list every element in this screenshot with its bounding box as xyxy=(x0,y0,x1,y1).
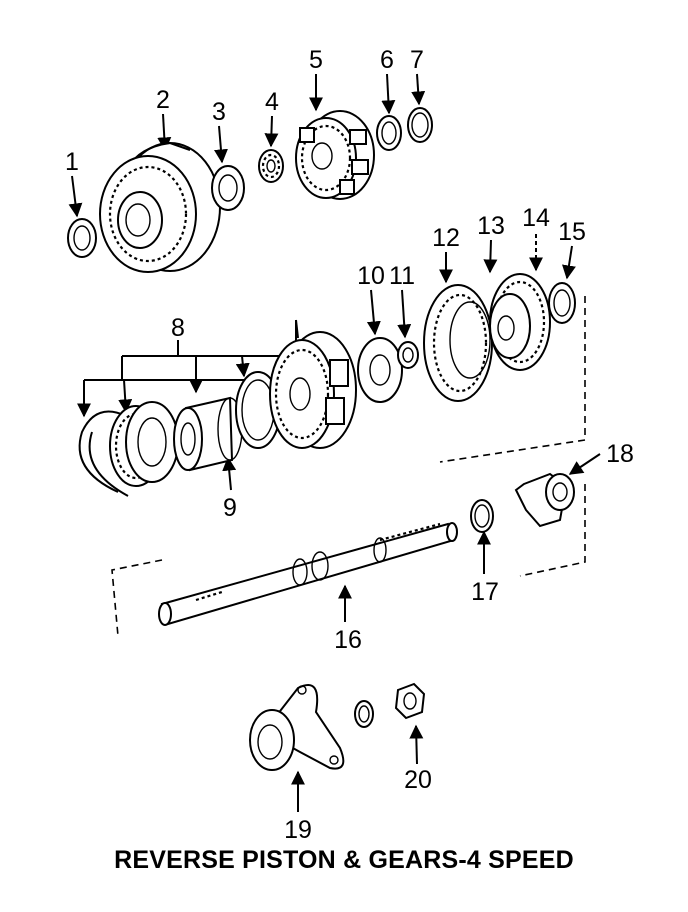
gear-carrier-8c xyxy=(269,331,357,449)
leader-4 xyxy=(264,115,279,148)
hub-13 xyxy=(489,273,551,371)
leader-18 xyxy=(568,453,601,475)
callout-3: 3 xyxy=(212,98,226,126)
gear-assembly-5 xyxy=(295,110,375,200)
thrust-plate-10 xyxy=(357,337,403,403)
callout-9: 9 xyxy=(223,494,237,522)
leader-13 xyxy=(483,239,498,274)
callout-13: 13 xyxy=(477,212,505,240)
callout-20: 20 xyxy=(404,766,432,794)
callout-18: 18 xyxy=(606,440,634,468)
leader-15 xyxy=(562,245,576,280)
callout-19: 19 xyxy=(284,816,312,844)
leader-7 xyxy=(411,73,426,106)
callout-17: 17 xyxy=(471,578,499,606)
drum-2 xyxy=(99,141,221,273)
washer-3 xyxy=(211,165,245,211)
clutch-plates-8 xyxy=(109,401,179,487)
callout-12: 12 xyxy=(432,224,460,252)
callout-2: 2 xyxy=(156,86,170,114)
callout-10: 10 xyxy=(357,262,385,290)
guide-line-upper xyxy=(439,296,586,463)
snap-ring-17 xyxy=(470,499,494,533)
leader-20 xyxy=(409,724,424,765)
callout-1: 1 xyxy=(65,148,79,176)
callout-4: 4 xyxy=(265,88,279,116)
leader-9 xyxy=(222,456,237,491)
ring-6 xyxy=(376,115,402,151)
snap-ring-8a xyxy=(78,410,129,497)
shaft-16 xyxy=(158,522,458,626)
callout-labels: 1 2 3 4 5 6 7 8 9 10 11 12 13 14 15 16 1… xyxy=(65,46,634,844)
flange-18 xyxy=(514,472,575,528)
washer-20a xyxy=(354,700,374,728)
callout-5: 5 xyxy=(309,46,323,74)
callout-15: 15 xyxy=(558,218,586,246)
snap-ring-7 xyxy=(407,107,433,143)
leader-3 xyxy=(213,125,228,164)
washer-1 xyxy=(67,218,97,258)
leader-1 xyxy=(68,175,83,218)
leader-11 xyxy=(397,289,412,339)
callout-16: 16 xyxy=(334,626,362,654)
washer-11 xyxy=(397,341,419,369)
callout-14: 14 xyxy=(522,204,550,232)
diagram-caption: REVERSE PISTON & GEARS-4 SPEED xyxy=(114,846,574,874)
piston-19 xyxy=(249,684,345,771)
leader-10 xyxy=(366,289,381,336)
callout-6: 6 xyxy=(380,46,394,74)
callout-7: 7 xyxy=(410,46,424,74)
snap-ring-15 xyxy=(548,282,576,324)
callout-8: 8 xyxy=(171,314,185,342)
bearing-4 xyxy=(258,149,284,183)
guide-line-lower xyxy=(111,484,586,637)
nut-20 xyxy=(394,682,426,720)
callout-11: 11 xyxy=(389,262,415,290)
leader-6 xyxy=(381,73,396,115)
ring-gear-12 xyxy=(423,284,493,402)
sleeve-9 xyxy=(173,396,243,472)
